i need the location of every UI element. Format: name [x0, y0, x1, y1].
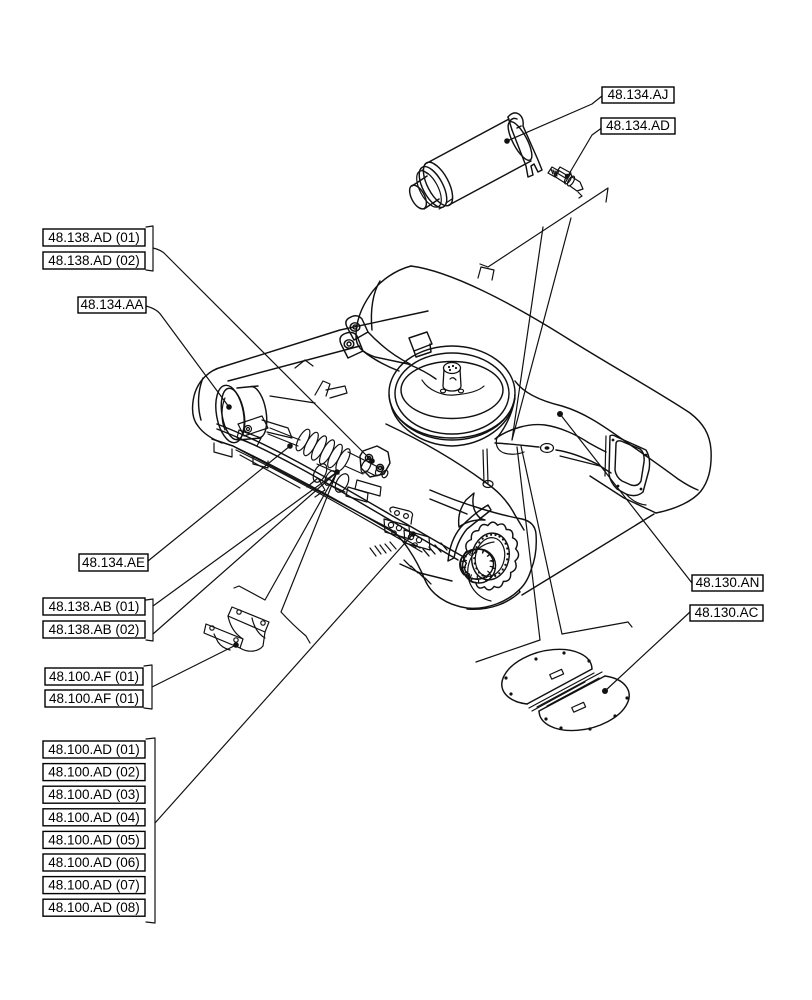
- svg-text:48.100.AD (04): 48.100.AD (04): [48, 810, 140, 825]
- svg-text:48.100.AD (07): 48.100.AD (07): [48, 878, 140, 893]
- svg-text:48.134.AA: 48.134.AA: [80, 297, 143, 312]
- svg-text:48.100.AD (01): 48.100.AD (01): [48, 742, 140, 757]
- svg-text:48.100.AF (01): 48.100.AF (01): [49, 691, 139, 706]
- svg-text:48.130.AC: 48.130.AC: [695, 605, 759, 620]
- svg-text:48.100.AD (03): 48.100.AD (03): [48, 787, 140, 802]
- svg-text:48.100.AD (08): 48.100.AD (08): [48, 900, 140, 915]
- svg-text:48.138.AB (02): 48.138.AB (02): [49, 622, 140, 637]
- svg-text:48.100.AD (02): 48.100.AD (02): [48, 765, 140, 780]
- svg-text:48.134.AE: 48.134.AE: [82, 555, 145, 570]
- svg-text:48.100.AD (05): 48.100.AD (05): [48, 832, 140, 847]
- svg-text:48.134.AJ: 48.134.AJ: [608, 87, 669, 102]
- svg-text:48.138.AD (01): 48.138.AD (01): [48, 230, 140, 245]
- svg-text:48.138.AB (01): 48.138.AB (01): [49, 599, 140, 614]
- svg-text:48.100.AD (06): 48.100.AD (06): [48, 855, 140, 870]
- svg-text:48.130.AN: 48.130.AN: [696, 575, 760, 590]
- svg-text:48.138.AD (02): 48.138.AD (02): [48, 253, 140, 268]
- svg-text:48.134.AD: 48.134.AD: [606, 118, 670, 133]
- svg-text:48.100.AF (01): 48.100.AF (01): [49, 669, 139, 684]
